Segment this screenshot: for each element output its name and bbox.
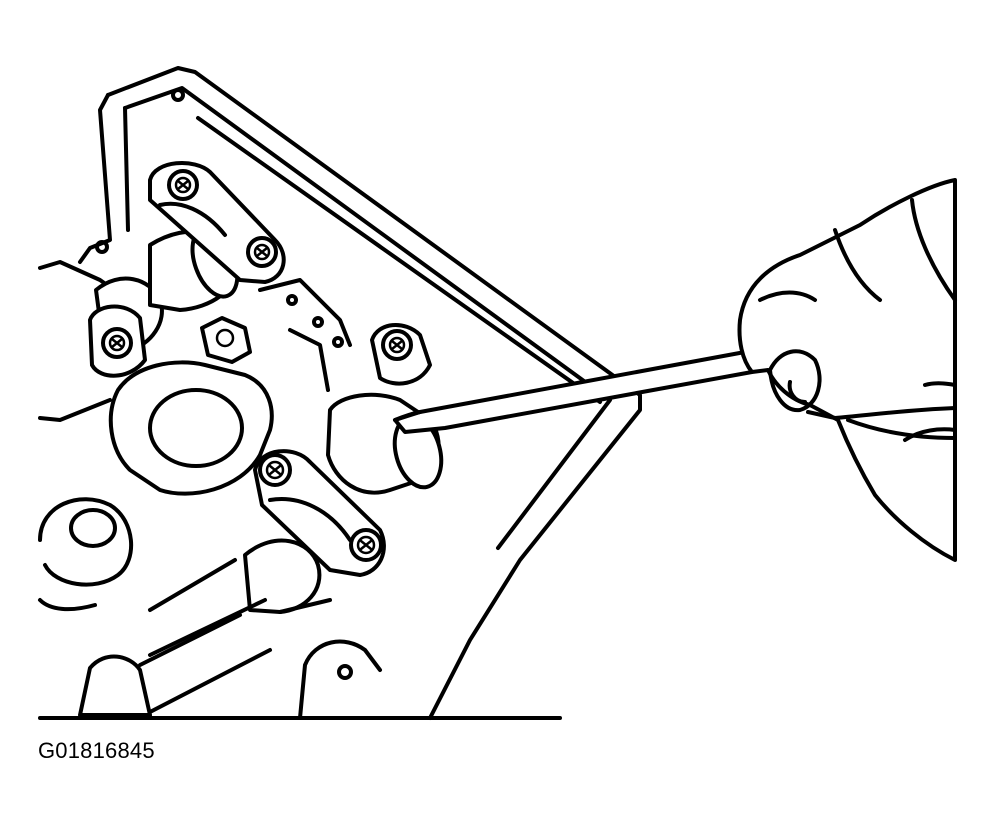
bolt-right	[381, 329, 413, 361]
bolt-lower-left	[258, 453, 292, 487]
hex-nut	[200, 316, 252, 364]
figure-id-label: G01816845	[38, 738, 155, 763]
lower-frame-boss	[298, 639, 382, 720]
lower-camshaft	[78, 538, 332, 717]
cylinder-head-frame	[78, 66, 642, 720]
bolt-upper-left	[167, 169, 199, 201]
central-plate	[108, 360, 274, 496]
bolt-lower-right	[349, 528, 383, 562]
bolt-upper-right	[246, 236, 278, 268]
bolt-left	[101, 327, 133, 359]
hand	[737, 178, 957, 562]
lower-left-boss	[38, 497, 134, 612]
pry-bar-tool	[393, 350, 754, 434]
